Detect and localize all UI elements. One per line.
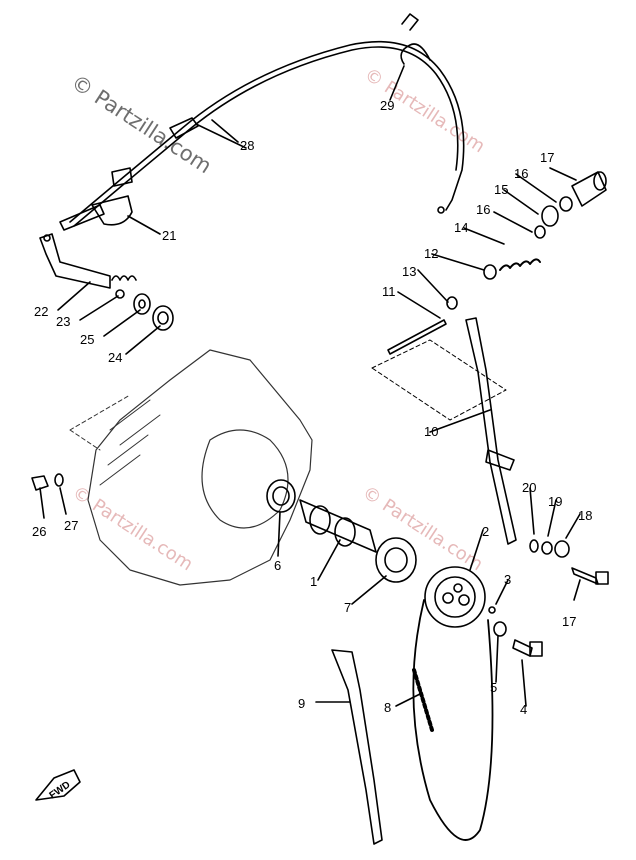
oil-seal [152,305,174,331]
decompression-lever [39,233,111,289]
cylinder-head [87,349,313,586]
cam-chain [412,599,494,841]
callout-2: 2 [482,524,489,539]
callout-16: 16 [476,202,490,217]
callout-28: 27 [64,518,78,533]
callout-19: 18 [578,508,592,523]
callout-13: 13 [402,264,416,279]
nut [554,540,570,558]
callout-8: 8 [384,700,391,715]
bearing-large [375,537,417,583]
tensioner-cap [571,171,607,207]
fwd-label: FWD [48,779,73,801]
callout-18: 17 [562,614,576,629]
callout-14: 14 [454,220,468,235]
callout-22: 21 [162,228,176,243]
callout-9: 9 [298,696,305,711]
callout-24: 23 [56,314,70,329]
fwd-arrow [35,769,81,801]
callout-16b: 16 [514,166,528,181]
callout-20: 19 [548,494,562,509]
washer [133,293,151,315]
chain-guide [331,649,383,845]
callout-21: 20 [522,480,536,495]
spring [111,275,137,281]
tensioner-spring [499,258,541,271]
camshaft [299,499,377,553]
bearing-small [266,479,296,513]
push-rod [387,319,447,355]
cam-sprocket [424,566,486,628]
callout-11: 11 [382,284,396,299]
callout-5: 5 [490,680,497,695]
callout-6: 6 [274,558,281,573]
callout-12: 12 [424,246,438,261]
decompression-cable [69,40,465,223]
bolt [571,567,599,585]
callout-1: 1 [310,574,317,589]
sprocket-bolt [512,639,533,657]
plug [31,475,49,491]
callout-3: 3 [504,572,511,587]
callout-29: 28 [240,138,254,153]
callouts: 28 29 21 22 23 25 24 10 11 13 12 14 16 1… [32,98,592,801]
callout-10: 10 [424,424,438,439]
callout-27: 26 [32,524,46,539]
callout-4: 4 [520,702,527,717]
callout-15: 15 [494,182,508,197]
tensioner-guide [465,317,517,545]
callout-23: 22 [34,304,48,319]
callout-7: 7 [344,600,351,615]
callout-25: 24 [108,350,122,365]
callout-30: 29 [380,98,394,113]
callout-26: 25 [80,332,94,347]
callout-17: 17 [540,150,554,165]
cable-bracket [91,195,133,226]
